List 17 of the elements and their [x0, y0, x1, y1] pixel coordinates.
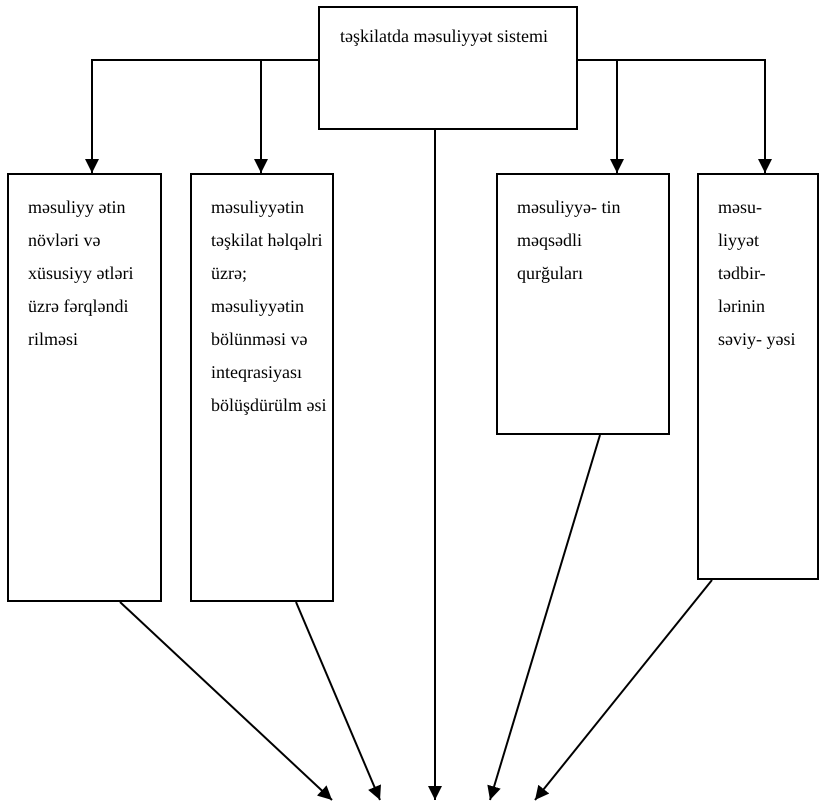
arrow	[119, 601, 333, 801]
box-label: məsu- liyyət tədbir- lərinin səviy- yəsi	[718, 196, 796, 351]
arrow	[487, 434, 601, 800]
box-label: məsuliyyə- tin məqsədli qurğuları	[517, 196, 622, 285]
arrow	[428, 130, 442, 800]
arrow	[295, 602, 381, 800]
process-box	[697, 173, 819, 580]
box-label: təşkilatda məsuliyyət sistemi	[340, 25, 549, 48]
arrow	[578, 59, 772, 173]
process-box	[7, 173, 162, 602]
arrow	[254, 59, 318, 173]
box-label: məsuliyy ətin növləri və xüsusiyy ətləri üzrə fərqləndi rilməsi	[28, 196, 134, 351]
process-box	[318, 6, 578, 130]
box-label: məsuliyyətin təşkilat həlqəlri üzrə; məsuliyyətin bölünməsi və inteqrasiyası bölüşdürülm əsi	[211, 196, 328, 417]
process-box	[190, 173, 334, 602]
process-box	[496, 173, 670, 435]
arrow	[534, 579, 713, 801]
